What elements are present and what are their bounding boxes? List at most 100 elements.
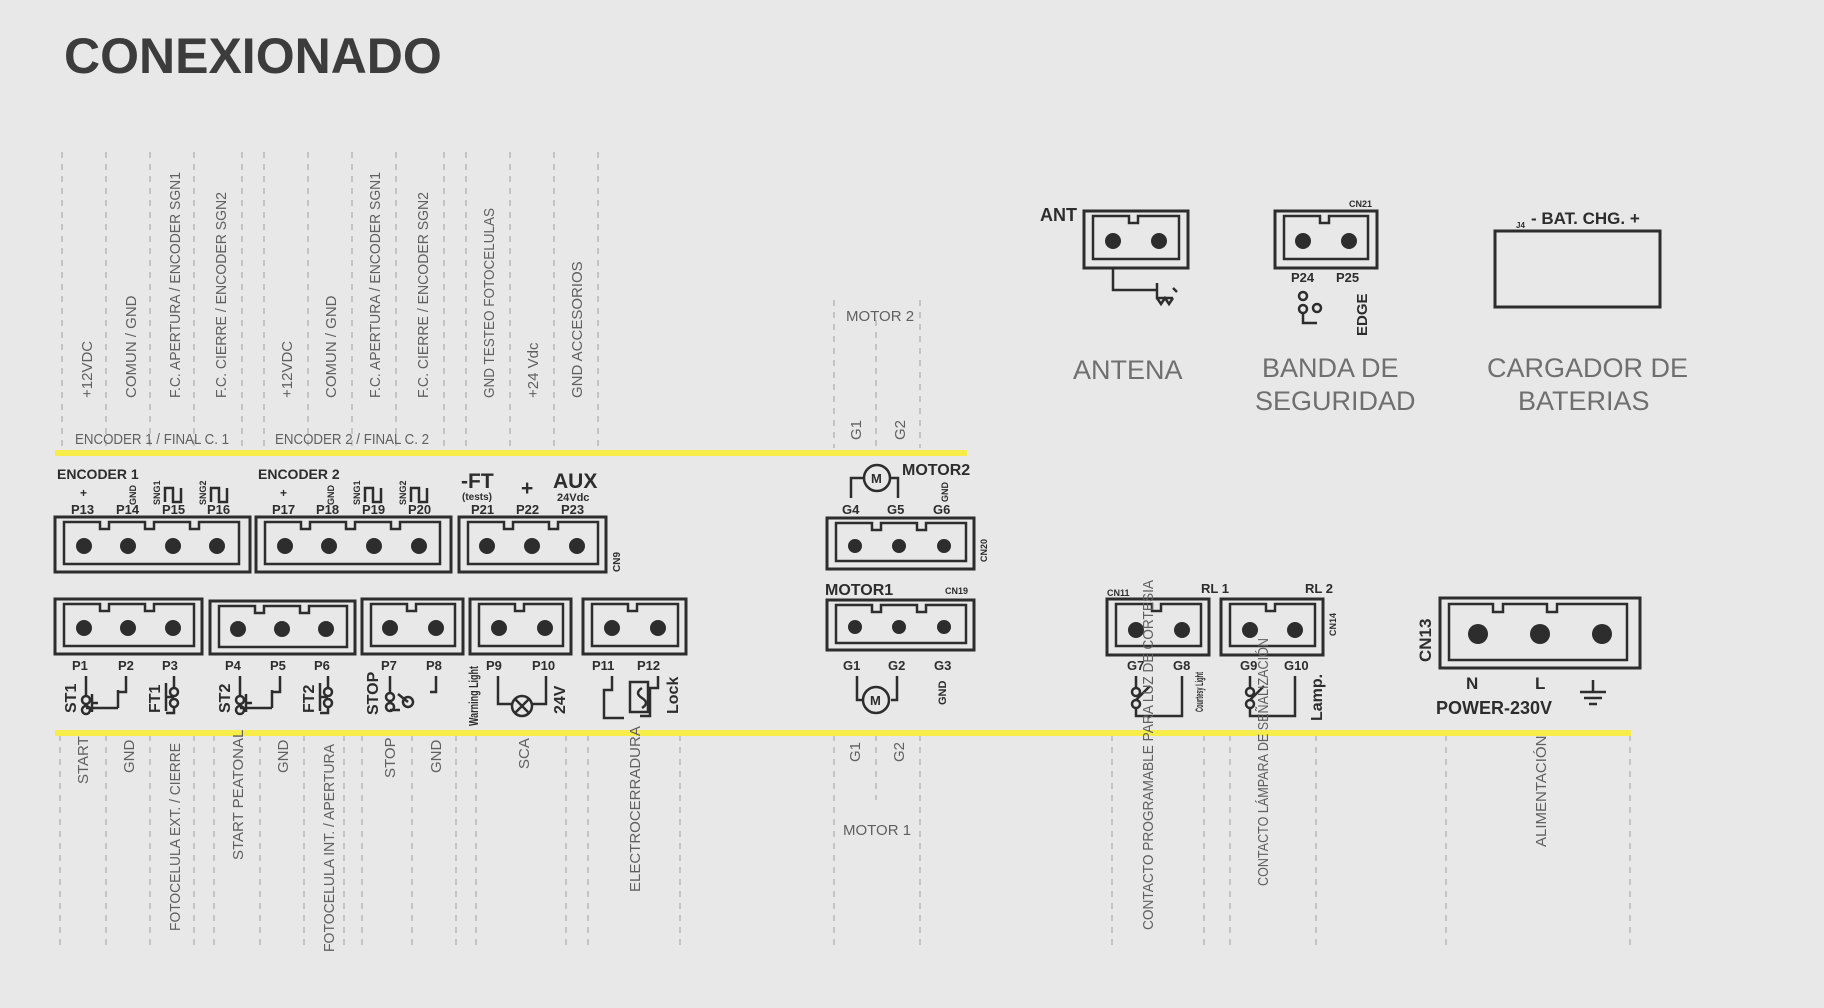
pin-p9: P9 [486, 658, 502, 673]
lamp-tag: Lamp. [1309, 674, 1326, 721]
label-p21: GND TESTEO FOTOCELULAS [481, 208, 498, 398]
pin-p2: P2 [118, 658, 134, 673]
sng2-tag-2: SNG2 [398, 480, 408, 505]
motor1-terminal-block: MOTOR1 CN19 G1 G2 G3 GND M [825, 582, 976, 715]
v24-tag: 24V [552, 685, 569, 714]
pin-p5: P5 [270, 658, 286, 673]
pin-p22: P22 [516, 502, 539, 517]
pin-p8: P8 [426, 658, 442, 673]
pin-g3: G3 [934, 658, 951, 673]
label-p14: COMUN / GND [123, 295, 140, 398]
label-p18: COMUN / GND [323, 295, 340, 398]
pin-g10: G10 [1284, 658, 1309, 673]
cn9-tag: CN9 [612, 552, 623, 572]
tests-tag: (tests) [462, 492, 492, 503]
label-p15: F.C. APERTURA / ENCODER SGN1 [167, 172, 184, 398]
j4-tag: J4 [1516, 221, 1525, 230]
pin-g4: G4 [842, 502, 860, 517]
power-block: CN13 N L POWER-230V ALIMENTACIÓN [1416, 596, 1642, 847]
motor-icon [861, 685, 891, 715]
motor2-title: MOTOR2 [902, 462, 970, 479]
bat-chg-label: - BAT. CHG. + [1531, 209, 1640, 228]
encoder2-terminal-block: ENCODER 2 + GND SNG1 SNG2 P17 P18 P19 P2… [254, 466, 453, 574]
pin-p19: P19 [362, 502, 385, 517]
label-p23: GND ACCESORIOS [569, 261, 586, 398]
pin-p15: P15 [162, 502, 185, 517]
pin-p12: P12 [637, 658, 660, 673]
antenna-section: ANT ANTENA [1040, 205, 1190, 385]
power-n: N [1466, 674, 1478, 693]
ant-tag: ANT [1040, 205, 1077, 225]
aux-terminal-block: -FT (tests) + AUX 24Vdc P21 P22 P23 CN9 [457, 470, 623, 574]
label-fotocelula-ext: FOTOCELULA EXT. / CIERRE [167, 743, 184, 931]
battery-section: J4 - BAT. CHG. + CARGADOR DE BATERIAS [1487, 209, 1688, 416]
label-sca: SCA [516, 738, 533, 769]
ft1-tag: FT1 [147, 684, 164, 713]
aux-voltage: 24Vdc [557, 492, 589, 504]
antenna-title: ANTENA [1073, 355, 1183, 385]
motor1-bottom-label: MOTOR 1 [843, 822, 911, 839]
limit-switch-icon [163, 486, 183, 504]
cn19-tag: CN19 [945, 586, 968, 596]
motor1-title: MOTOR1 [825, 582, 893, 599]
pin-g6: G6 [933, 502, 950, 517]
label-p16: F.C. CIERRE / ENCODER SGN2 [213, 192, 230, 398]
st2-tag: ST2 [217, 684, 234, 713]
pin-g2: G2 [888, 658, 905, 673]
cn21-tag: CN21 [1349, 199, 1372, 209]
antenna-icon [1111, 268, 1178, 307]
motor2-top-label: MOTOR 2 [846, 308, 914, 325]
label-p19: F.C. APERTURA / ENCODER SGN1 [367, 172, 384, 398]
label-contacto-lampara: CONTACTO LÁMPARA DE SEÑALIZACIÓN [1255, 638, 1272, 886]
label-p13: +12VDC [79, 341, 96, 398]
label-contacto-programable: CONTACTO PROGRAMABLE PARA LUZ DE CORTESI… [1140, 580, 1157, 930]
motor2-m: M [871, 471, 882, 486]
encoder1-terminal-block: ENCODER 1 + GND SNG1 SNG2 P13 P14 P15 P1… [53, 466, 252, 574]
pin-p11: P11 [592, 658, 614, 673]
sng2-tag-1: SNG2 [198, 480, 208, 505]
limit-switch-icon [209, 486, 229, 504]
pin-p14: P14 [116, 502, 140, 517]
motor1-m: M [870, 693, 881, 708]
label-fotocelula-int: FOTOCELULA INT. / APERTURA [321, 744, 338, 952]
gnd-tag-2: GND [326, 485, 336, 506]
label-electrocerradura: ELECTROCERRADURA [627, 726, 644, 892]
label-gnd-3: GND [428, 740, 445, 774]
bottom-device-symbols: ST1 FT1 ST2 FT2 STOP Warning Light 24V [63, 666, 682, 726]
guide-lines [59, 152, 1631, 948]
pin-p21: P21 [471, 502, 494, 517]
power-title: POWER-230V [1436, 698, 1552, 718]
pin-g1: G1 [843, 658, 860, 673]
ground-icon [1580, 680, 1606, 706]
cn13-tag: CN13 [1416, 619, 1435, 662]
motor1-g1-label: G1 [847, 742, 864, 762]
label-p20: F.C. CIERRE / ENCODER SGN2 [415, 192, 432, 398]
encoder2-group-label: ENCODER 2 / FINAL C. 2 [275, 431, 429, 448]
pin-p10: P10 [532, 658, 555, 673]
pin-p13: P13 [71, 502, 94, 517]
motor2-g2-label: G2 [892, 420, 909, 440]
limit-switch-icon [409, 486, 429, 504]
warning-lamp-icon [510, 694, 534, 718]
label-alimentacion: ALIMENTACIÓN [1533, 736, 1550, 847]
pin-p4: P4 [225, 658, 242, 673]
label-p22: +24 Vdc [525, 342, 542, 398]
edge-contact-icon [1297, 290, 1309, 302]
power-l: L [1535, 674, 1545, 693]
battery-connector [1493, 229, 1662, 309]
plus-title: + [521, 477, 533, 500]
pin-p18: P18 [316, 502, 339, 517]
ft2-tag: FT2 [301, 684, 318, 713]
top-yellow-bar [55, 450, 967, 456]
motor1-g2-label: G2 [891, 742, 908, 762]
encoder1-group-label: ENCODER 1 / FINAL C. 1 [75, 431, 229, 448]
plus-sign-1: + [80, 486, 87, 500]
switch-icon [234, 694, 246, 706]
pin-p3: P3 [162, 658, 178, 673]
aux-title: AUX [553, 470, 597, 493]
pin-p20: P20 [408, 502, 431, 517]
gnd-tag-1: GND [128, 485, 138, 506]
motor1-gnd-tag: GND [937, 681, 949, 706]
pin-g9: G9 [1240, 658, 1257, 673]
